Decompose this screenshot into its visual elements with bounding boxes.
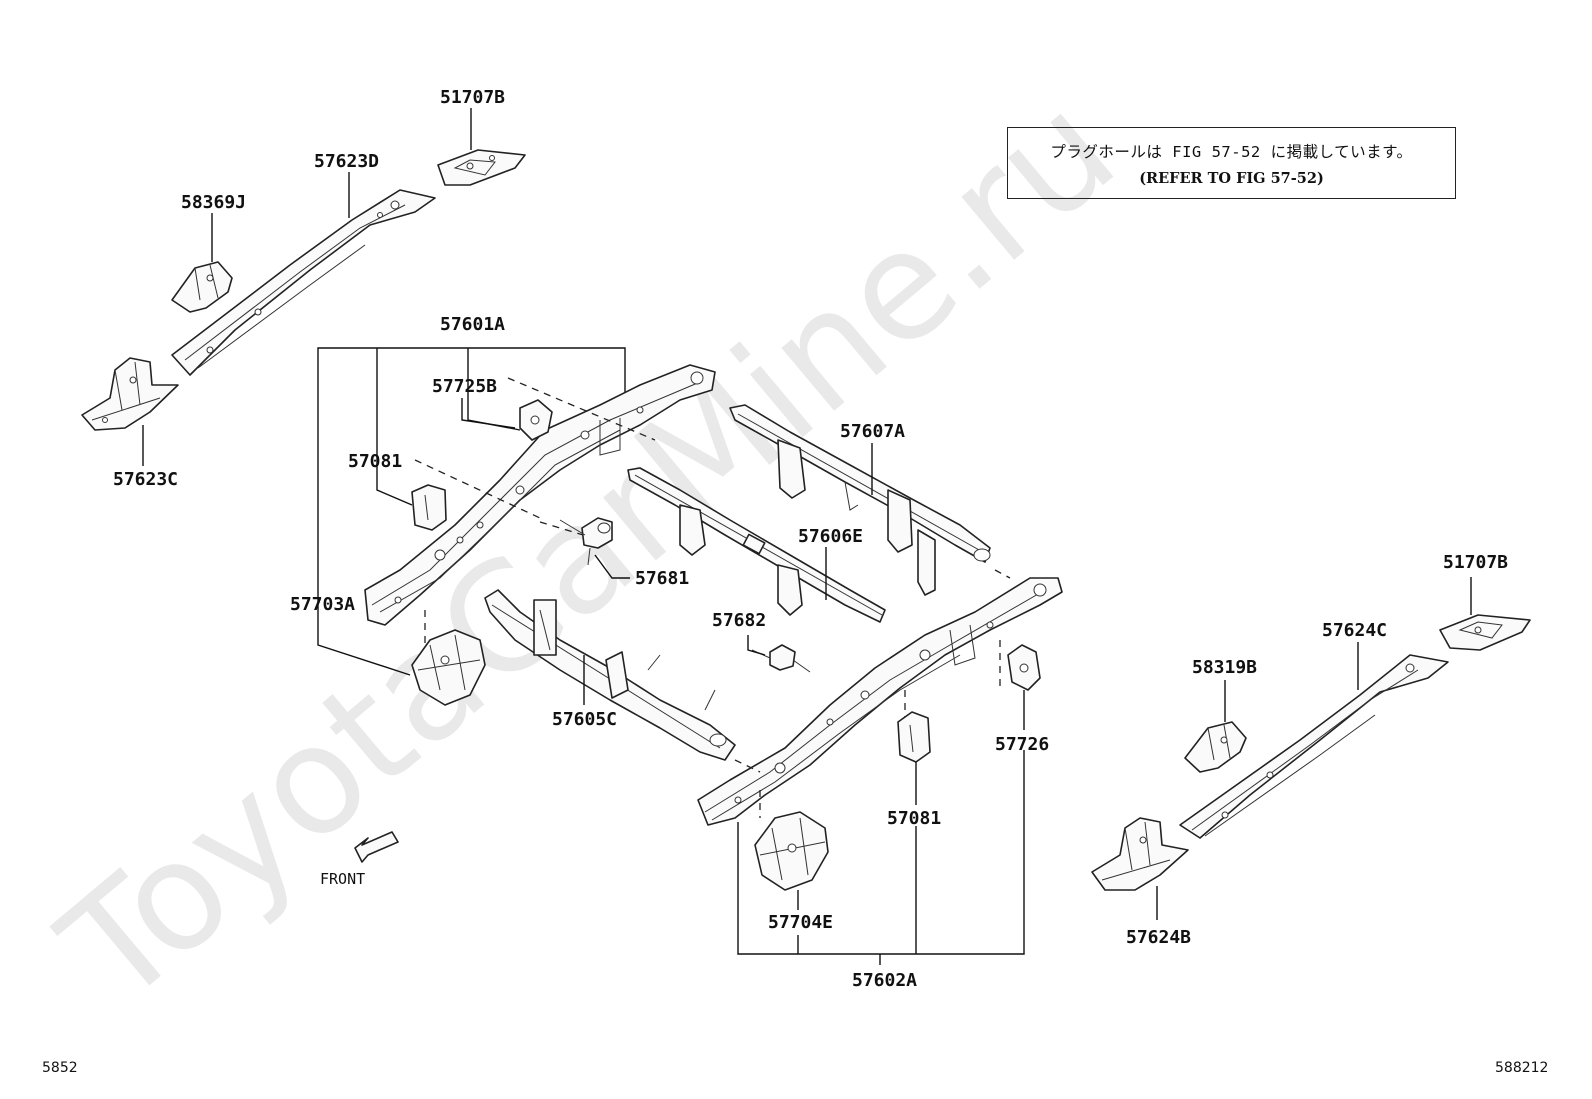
label-57725b: 57725B: [432, 376, 497, 397]
label-57704e: 57704E: [768, 912, 833, 933]
label-57605c: 57605C: [552, 709, 617, 730]
label-57726: 57726: [995, 734, 1049, 755]
reference-note-japanese: プラグホールは FIG 57-52 に掲載しています。: [1050, 143, 1413, 161]
label-51707b-left: 51707B: [440, 87, 505, 108]
dashed-guide-6: [994, 569, 1011, 579]
leader-57703a: [317, 633, 411, 676]
part-right-side-rail: [697, 577, 1063, 826]
part-57703a: [411, 629, 486, 706]
front-label: FRONT: [320, 870, 366, 888]
label-57623c: 57623C: [113, 469, 178, 490]
part-57726: [1007, 644, 1041, 691]
label-57601a: 57601A: [440, 314, 505, 335]
dashed-guide-1: [507, 377, 656, 441]
label-57624b: 57624B: [1126, 927, 1191, 948]
label-57703a: 57703A: [290, 594, 355, 615]
label-57606e: 57606E: [798, 526, 863, 547]
label-51707b-right: 51707B: [1443, 552, 1508, 573]
part-57704e: [754, 811, 829, 891]
label-57607a: 57607A: [840, 421, 905, 442]
part-58319b: [1184, 721, 1247, 773]
part-57606e: [627, 467, 886, 623]
part-left-side-rail: [364, 364, 716, 626]
label-57682: 57682: [712, 610, 766, 631]
dashed-guide-2: [414, 459, 541, 519]
part-57624c: [1179, 654, 1449, 839]
reference-note: プラグホールは FIG 57-52 に掲載しています。 (REFER TO FI…: [1007, 127, 1456, 199]
part-58369j: [171, 261, 233, 313]
label-57681: 57681: [635, 568, 689, 589]
part-57624b: [1091, 817, 1189, 891]
leader-57725b: [461, 398, 516, 429]
part-57623d: [171, 189, 436, 376]
part-57081-right: [897, 711, 931, 763]
leader-57681: [594, 554, 630, 579]
part-51707b-left: [437, 149, 526, 186]
front-arrow-icon: [354, 831, 399, 863]
label-57623d: 57623D: [314, 151, 379, 172]
label-57081-right: 57081: [887, 808, 941, 829]
leader-57682: [747, 635, 766, 656]
footer-right-code: 588212: [1495, 1060, 1549, 1076]
label-57624c: 57624C: [1322, 620, 1387, 641]
part-57681: [559, 517, 613, 566]
label-58319b: 58319B: [1192, 657, 1257, 678]
footer-left-code: 5852: [42, 1060, 78, 1076]
part-57623c: [81, 357, 179, 431]
part-57081-left: [411, 484, 447, 531]
reference-note-english: (REFER TO FIG 57-52): [1139, 170, 1324, 187]
part-57605c: [484, 589, 736, 761]
part-57682: [751, 644, 811, 673]
label-58369j: 58369J: [181, 192, 246, 213]
bracket-57602a: [737, 750, 1025, 955]
label-57602a: 57602A: [852, 970, 917, 991]
dashed-guide-5: [734, 759, 761, 773]
part-57725b: [519, 399, 553, 441]
part-57607a: [729, 404, 991, 596]
label-57081-left: 57081: [348, 451, 402, 472]
part-51707b-right: [1439, 614, 1531, 651]
